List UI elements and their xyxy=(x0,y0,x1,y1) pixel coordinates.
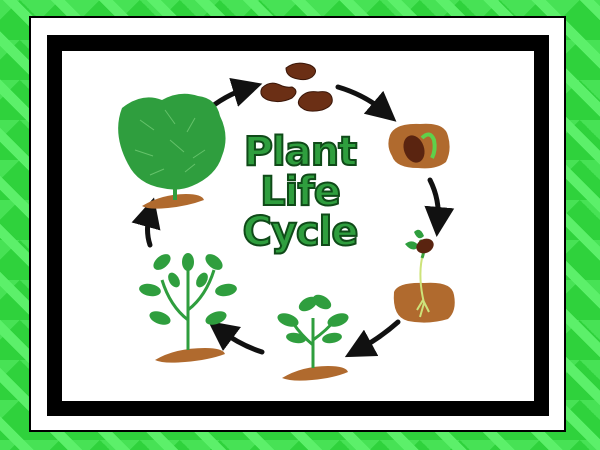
arrow-to-sprout xyxy=(335,84,397,122)
arrow-to-seedling xyxy=(424,177,455,237)
poster-title: Plant Life Cycle xyxy=(210,129,390,255)
seedling-icon xyxy=(393,229,455,323)
seeds-icon xyxy=(260,62,333,112)
title-line-life: Life xyxy=(259,169,342,215)
title-line-plant: Plant xyxy=(243,129,359,175)
sprouting-seed-icon xyxy=(388,123,450,169)
young-plant-icon xyxy=(277,294,349,381)
arrow-to-young-plant xyxy=(344,319,401,358)
growing-plant-icon xyxy=(139,253,237,363)
arrow-to-growing-plant xyxy=(207,321,265,355)
arrow-to-mature-plant xyxy=(131,197,161,248)
mature-plant-icon xyxy=(118,93,226,209)
title-line-cycle: Cycle xyxy=(242,209,360,255)
